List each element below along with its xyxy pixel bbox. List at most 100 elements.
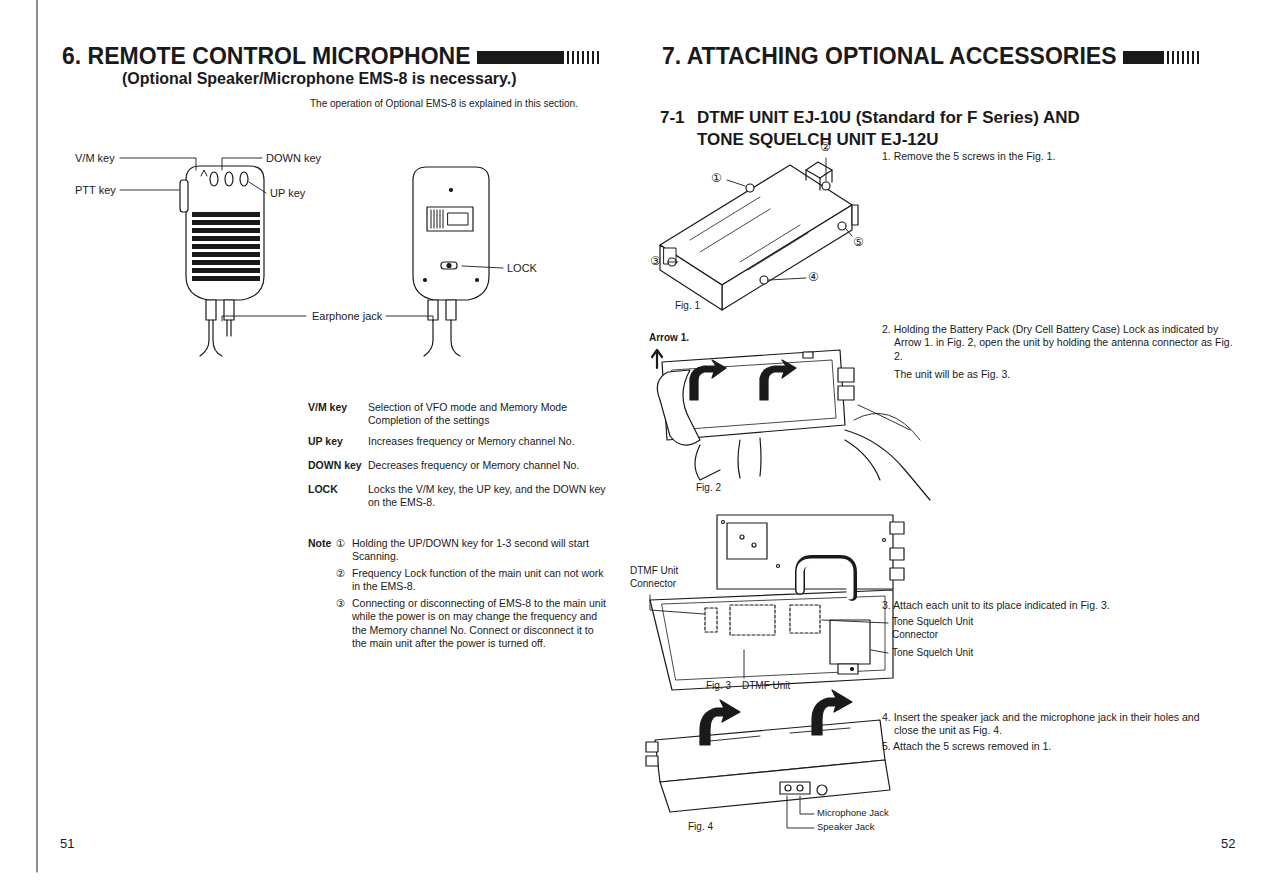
microphone-front — [201, 170, 207, 176]
radio-figure-3 — [727, 523, 767, 559]
title-bar — [1187, 51, 1189, 64]
leader-line — [249, 182, 266, 193]
radio-figure-4 — [700, 728, 850, 742]
term: LOCK — [308, 483, 338, 496]
radio-figure-2 — [695, 438, 761, 480]
definition: Selection of VFO mode and Memory Mode Co… — [368, 401, 596, 428]
callout-number: ③ — [336, 597, 345, 610]
radio-figure-3 — [830, 620, 870, 664]
radio-figure-3 — [851, 668, 854, 671]
section-title: 6. REMOTE CONTROL MICROPHONE — [62, 42, 471, 71]
radio-figure-3 — [800, 560, 852, 596]
leader-line — [222, 316, 306, 321]
figure-label: Fig. 3 — [706, 680, 731, 693]
section-number: 7-1 — [660, 107, 685, 129]
microphone-front — [192, 220, 260, 225]
radio-figure-2 — [838, 368, 854, 382]
radio-figure-2 — [854, 405, 920, 440]
intro-text: The operation of Optional EMS-8 is expla… — [310, 98, 578, 111]
radio-figure-4 — [812, 690, 852, 735]
radio-figure-4 — [700, 700, 740, 745]
leader-line — [787, 796, 814, 828]
radio-figure-1 — [722, 205, 852, 310]
leader-line — [120, 158, 503, 321]
microphone-back — [424, 320, 460, 356]
microphone-front — [192, 252, 260, 257]
leader-line — [668, 262, 678, 263]
arrow-label: Arrow 1. — [649, 332, 689, 345]
margin-rule — [37, 0, 38, 872]
step-text: 5. Attach the 5 screws removed in 1. — [882, 740, 1224, 753]
radio-figure-4 — [646, 756, 658, 766]
radio-figure-3 — [800, 562, 850, 596]
leader-line — [727, 180, 745, 186]
microphone-back — [434, 210, 435, 228]
radio-figure-2 — [652, 350, 662, 368]
callout-number: ① — [336, 537, 345, 550]
subtitle: (Optional Speaker/Microphone EMS-8 is ne… — [122, 69, 516, 89]
key-label: PTT key — [75, 183, 116, 197]
microphone-front — [224, 300, 234, 320]
radio-figure-1 — [660, 162, 858, 310]
microphone-back — [431, 210, 432, 228]
title-bar — [587, 51, 589, 64]
microphone-front — [192, 212, 260, 281]
note-heading: Note — [308, 537, 331, 550]
radio-figure-3 — [730, 605, 775, 635]
radio-figure-1 — [746, 184, 754, 192]
key-label: LOCK — [507, 261, 537, 275]
radio-figure-3 — [777, 565, 780, 568]
title-bar — [1123, 51, 1164, 64]
page-number: 52 — [1221, 836, 1235, 853]
key-label: UP key — [270, 186, 305, 200]
microphone-back — [424, 279, 427, 282]
title-bar — [567, 51, 569, 64]
microphone-front — [192, 244, 260, 249]
radio-figure-3 — [752, 543, 756, 547]
title-bar — [1167, 51, 1169, 64]
leader-line — [120, 190, 179, 191]
radio-figure-2 — [845, 430, 930, 500]
title-bar — [577, 51, 579, 64]
microphone-back — [441, 262, 457, 269]
microphone-back — [447, 264, 451, 268]
title-bar — [1182, 51, 1184, 64]
radio-figure-1 — [690, 197, 808, 270]
definition: Decreases frequency or Memory channel No… — [368, 459, 628, 472]
figure-label: Fig. 2 — [696, 482, 721, 495]
microphone-back — [431, 210, 468, 228]
note-text: Holding the UP/DOWN key for 1-3 second w… — [352, 537, 610, 564]
title-bar — [597, 51, 599, 64]
radio-figure-2 — [652, 350, 930, 500]
radio-figure-2 — [690, 360, 726, 400]
microphone-front — [180, 180, 188, 212]
term: V/M key — [308, 401, 347, 414]
radio-figure-3 — [722, 521, 725, 524]
radio-figure-2 — [672, 360, 836, 430]
part-label: Speaker Jack — [817, 821, 875, 833]
title-bar — [477, 51, 564, 64]
leader-line — [222, 158, 262, 170]
leader-line — [120, 158, 196, 170]
leader-line — [650, 595, 704, 614]
microphone-back — [450, 189, 453, 192]
callout-number: ② — [820, 140, 831, 155]
term: DOWN key — [308, 459, 362, 472]
leader-line — [800, 796, 814, 814]
microphone-front — [192, 260, 260, 265]
title-bar — [572, 51, 574, 64]
radio-figure-4 — [646, 690, 890, 812]
title-bar — [1197, 51, 1199, 64]
leader-line — [386, 316, 433, 321]
radio-figure-1 — [760, 276, 768, 284]
radio-figure-4 — [797, 785, 803, 791]
leader-line — [744, 650, 745, 678]
radio-figure-3 — [662, 596, 885, 680]
radio-figure-3 — [650, 590, 893, 690]
microphone-back — [413, 167, 489, 356]
page-number: 51 — [60, 836, 74, 853]
note-text: Connecting or disconnecting of EMS-8 to … — [352, 597, 610, 651]
radio-figure-3 — [740, 535, 744, 539]
radio-figure-3 — [705, 608, 717, 632]
